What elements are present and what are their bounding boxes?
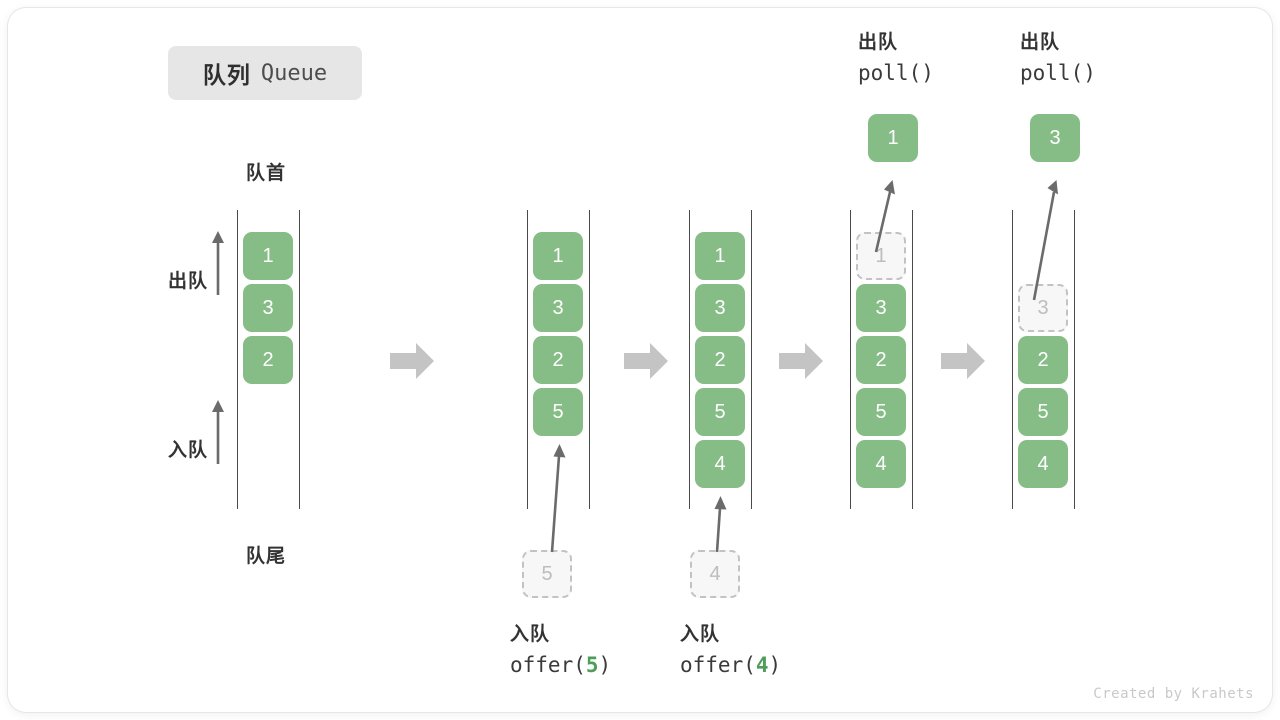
operation-caption-offer-5: 入队 offer(5) xyxy=(510,620,611,682)
operation-label-cn: 入队 xyxy=(510,624,551,645)
watermark: Created by Krahets xyxy=(1093,686,1254,702)
queue-item: 3 xyxy=(243,284,293,332)
operation-label-cn: 出队 xyxy=(1020,32,1061,53)
dequeue-flow-arrow-icon xyxy=(852,166,912,253)
queue-rail-left xyxy=(850,210,851,509)
side-label-enqueue: 入队 xyxy=(167,440,208,461)
operation-arg: 4 xyxy=(755,653,769,678)
queue-item: 2 xyxy=(243,336,293,384)
queue-item: 2 xyxy=(695,336,745,384)
queue-item: 5 xyxy=(1018,388,1068,436)
step-arrow-icon xyxy=(941,341,985,381)
title-en: Queue xyxy=(260,60,328,86)
operation-label-cn: 入队 xyxy=(680,624,721,645)
queue-item: 1 xyxy=(243,232,293,280)
queue-item: 2 xyxy=(533,336,583,384)
queue-item: 4 xyxy=(856,440,906,488)
queue-item: 5 xyxy=(695,388,745,436)
queue-item-vacated: 3 xyxy=(1018,284,1068,332)
dequeue-flow-arrow-icon xyxy=(1014,166,1084,301)
incoming-ghost-item: 5 xyxy=(522,550,572,598)
operation-fn: offer( xyxy=(680,653,756,678)
queue-head-label: 队首 xyxy=(245,163,286,184)
queue-rail-right xyxy=(299,210,300,509)
queue-slots: 1 3 2 5 xyxy=(533,232,583,440)
queue-rail-right xyxy=(912,210,913,509)
operation-caption-poll-1: 出队 poll() xyxy=(858,28,934,90)
diagram-card: 队列 Queue 队首 队尾 出队 入队 1 3 xyxy=(8,8,1272,712)
queue-item: 3 xyxy=(695,284,745,332)
enqueue-flow-arrow-icon xyxy=(530,430,580,553)
queue-item: 3 xyxy=(533,284,583,332)
incoming-ghost-item: 4 xyxy=(690,550,740,598)
title-cn: 队列 xyxy=(202,62,251,88)
step-arrow-icon xyxy=(624,341,668,381)
operation-signature: poll() xyxy=(1020,61,1096,86)
queue-item: 1 xyxy=(533,232,583,280)
operation-signature: poll() xyxy=(858,61,934,86)
queue-rail-left xyxy=(237,210,238,509)
step-arrow-icon xyxy=(779,341,823,381)
outgoing-item: 1 xyxy=(868,114,918,162)
operation-arg: 5 xyxy=(585,653,599,678)
queue-item: 2 xyxy=(1018,336,1068,384)
queue-item: 5 xyxy=(533,388,583,436)
queue-slots: 1 3 2 5 4 xyxy=(695,232,745,492)
operation-signature: offer(4) xyxy=(680,649,781,682)
queue-item-vacated: 1 xyxy=(856,232,906,280)
diagram-stage: 队列 Queue 队首 队尾 出队 入队 1 3 xyxy=(8,8,1272,712)
enqueue-flow-arrow-icon xyxy=(700,482,744,553)
diagram-title-badge: 队列 Queue xyxy=(168,46,362,100)
enqueue-direction-arrow-icon xyxy=(210,400,226,464)
queue-slots: 3 2 5 4 xyxy=(1018,284,1068,492)
operation-fn-close: ) xyxy=(598,653,612,678)
operation-signature: offer(5) xyxy=(510,649,611,682)
queue-item: 4 xyxy=(695,440,745,488)
queue-rail-left xyxy=(689,210,690,509)
queue-item: 2 xyxy=(856,336,906,384)
operation-caption-offer-4: 入队 offer(4) xyxy=(680,620,781,682)
outgoing-item: 3 xyxy=(1030,114,1080,162)
queue-rail-right xyxy=(751,210,752,509)
queue-slots: 1 3 2 xyxy=(243,232,293,388)
queue-rail-right xyxy=(589,210,590,509)
queue-item: 5 xyxy=(856,388,906,436)
dequeue-direction-arrow-icon xyxy=(210,231,226,295)
queue-rail-left xyxy=(1012,210,1013,509)
queue-tail-label: 队尾 xyxy=(245,546,286,567)
queue-rail-right xyxy=(1074,210,1075,509)
queue-slots: 1 3 2 5 4 xyxy=(856,232,906,492)
side-label-dequeue: 出队 xyxy=(167,271,208,292)
queue-rail-left xyxy=(527,210,528,509)
operation-fn-close: ) xyxy=(768,653,782,678)
operation-caption-poll-3: 出队 poll() xyxy=(1020,28,1096,90)
queue-item: 4 xyxy=(1018,440,1068,488)
queue-item: 3 xyxy=(856,284,906,332)
operation-label-cn: 出队 xyxy=(858,32,899,53)
queue-item: 1 xyxy=(695,232,745,280)
operation-fn: offer( xyxy=(510,653,586,678)
step-arrow-icon xyxy=(390,341,434,381)
